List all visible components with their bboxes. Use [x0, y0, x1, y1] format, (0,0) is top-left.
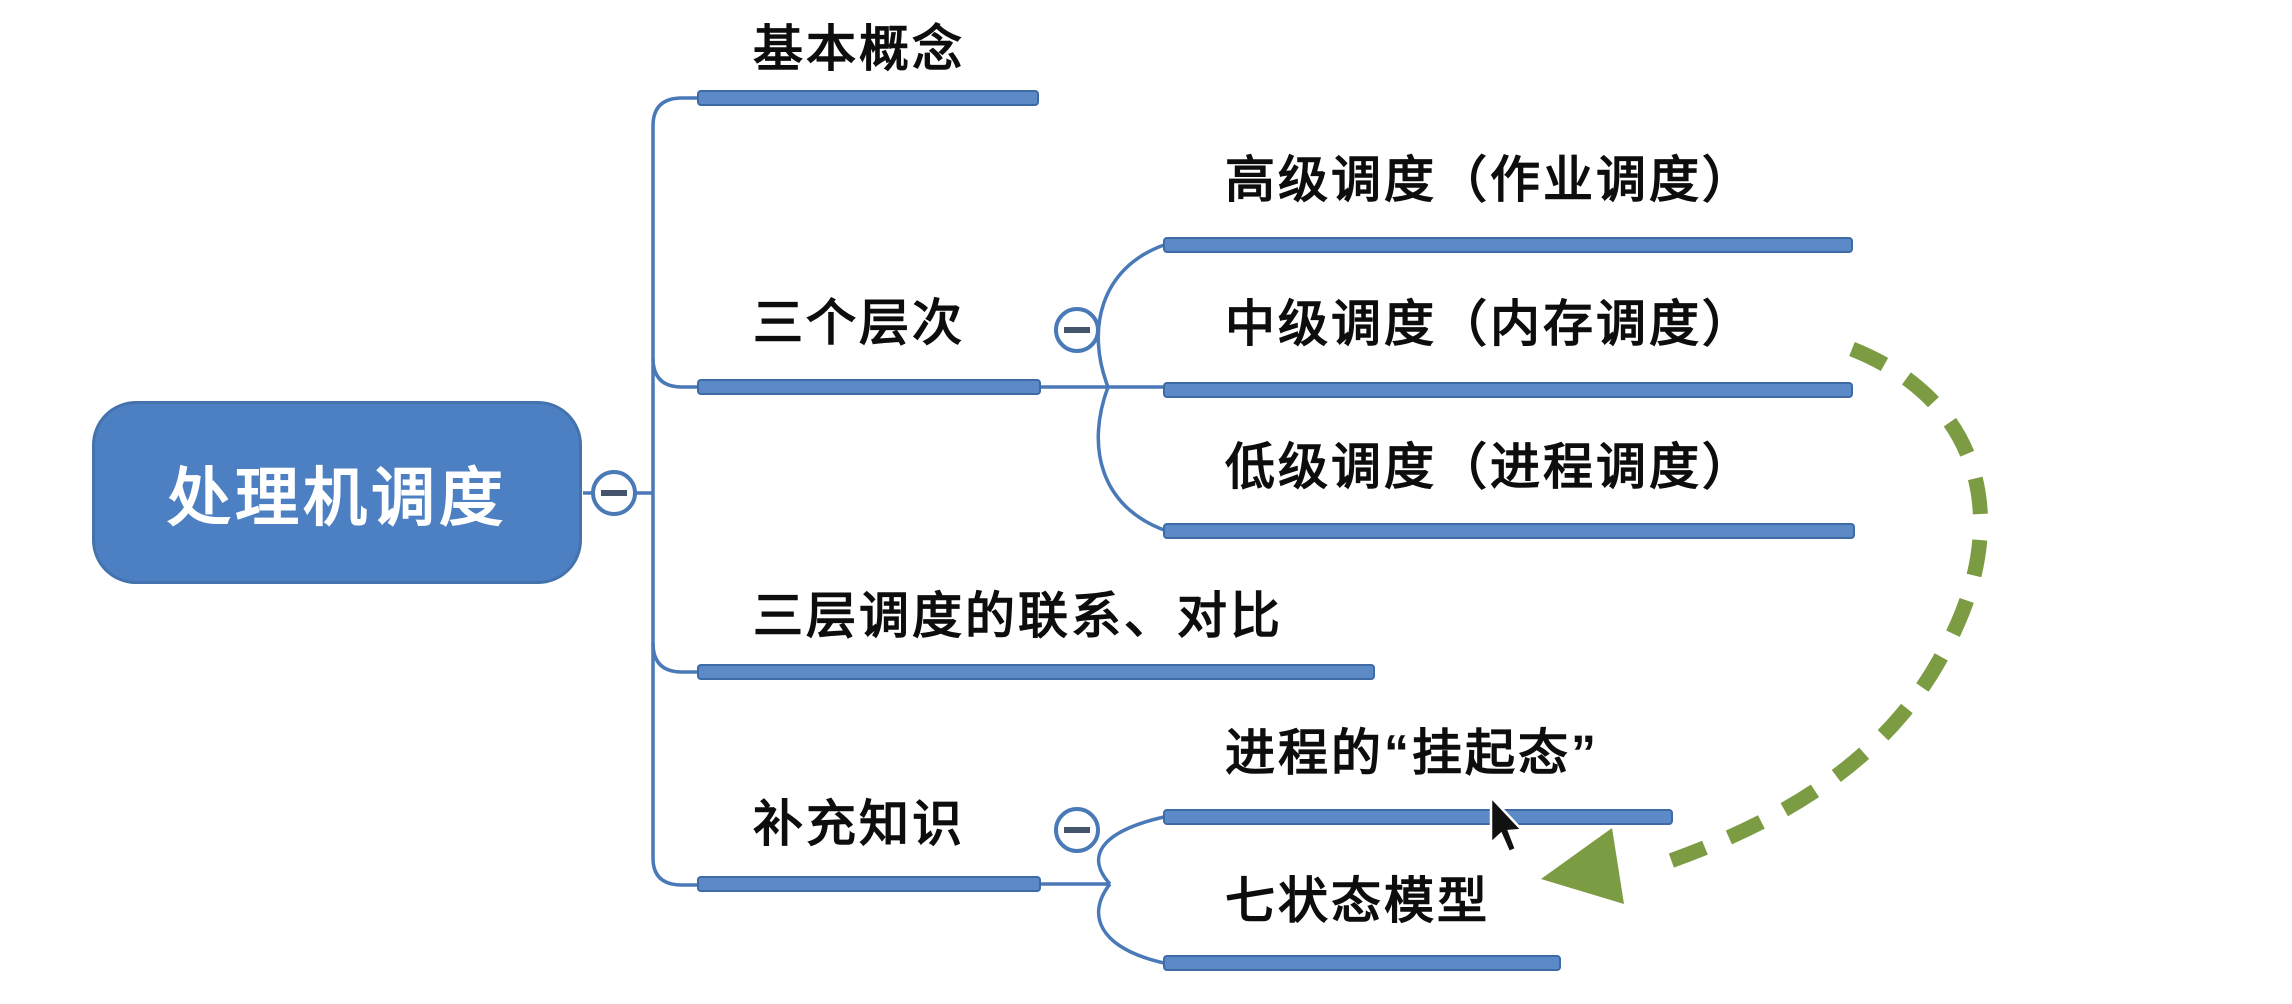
supplement-up-curve — [1096, 815, 1165, 886]
underline-basic[interactable] — [697, 90, 1039, 106]
topic-three-levels[interactable]: 三个层次 — [753, 295, 965, 351]
cross-link-arrow[interactable] — [1541, 342, 1988, 904]
dashed-curve — [1647, 342, 1988, 876]
topic-basic-concepts[interactable]: 基本概念 — [753, 21, 965, 77]
supplement-down-curve — [1096, 882, 1165, 965]
trunk-path — [651, 96, 700, 887]
topic-supplement[interactable]: 补充知识 — [753, 796, 965, 852]
root-topic[interactable]: 处理机调度 — [92, 401, 582, 584]
arrowhead-icon — [1541, 828, 1624, 904]
topic-suspend-state[interactable]: 进程的“挂起态” — [1225, 725, 1599, 781]
collapse-button-supplement[interactable] — [1054, 807, 1100, 853]
topic-mid-level-scheduling[interactable]: 中级调度（内存调度） — [1225, 296, 1755, 352]
underline-suspend[interactable] — [1163, 809, 1673, 825]
underline-levels[interactable] — [697, 379, 1041, 395]
underline-seven-state[interactable] — [1163, 955, 1561, 971]
levels-up-curve — [1096, 243, 1165, 388]
underline-bars — [697, 90, 1855, 971]
topic-low-level-scheduling[interactable]: 低级调度（进程调度） — [1225, 439, 1755, 495]
topic-seven-state-model[interactable]: 七状态模型 — [1225, 873, 1490, 929]
branch-line-levels — [651, 357, 700, 389]
underline-supplement[interactable] — [697, 876, 1041, 892]
root-topic-label: 处理机调度 — [167, 461, 507, 534]
underline-low-level[interactable] — [1163, 523, 1855, 539]
topic-compare[interactable]: 三层调度的联系、对比 — [753, 588, 1283, 644]
topic-high-level-scheduling[interactable]: 高级调度（作业调度） — [1225, 152, 1755, 208]
collapse-button-root[interactable] — [591, 470, 637, 516]
underline-high-level[interactable] — [1163, 237, 1853, 253]
minus-icon — [1064, 827, 1090, 833]
minus-icon — [601, 490, 627, 496]
underline-compare[interactable] — [697, 664, 1375, 680]
levels-bracket — [1040, 243, 1165, 532]
trunk-line — [583, 96, 700, 887]
levels-down-curve — [1096, 386, 1165, 532]
underline-mid-level[interactable] — [1163, 382, 1853, 398]
supplement-bracket — [1040, 815, 1165, 965]
minus-icon — [1064, 327, 1090, 333]
branch-line-compare — [651, 642, 700, 674]
mouse-cursor-icon — [1489, 793, 1525, 854]
collapse-button-levels[interactable] — [1054, 307, 1100, 353]
